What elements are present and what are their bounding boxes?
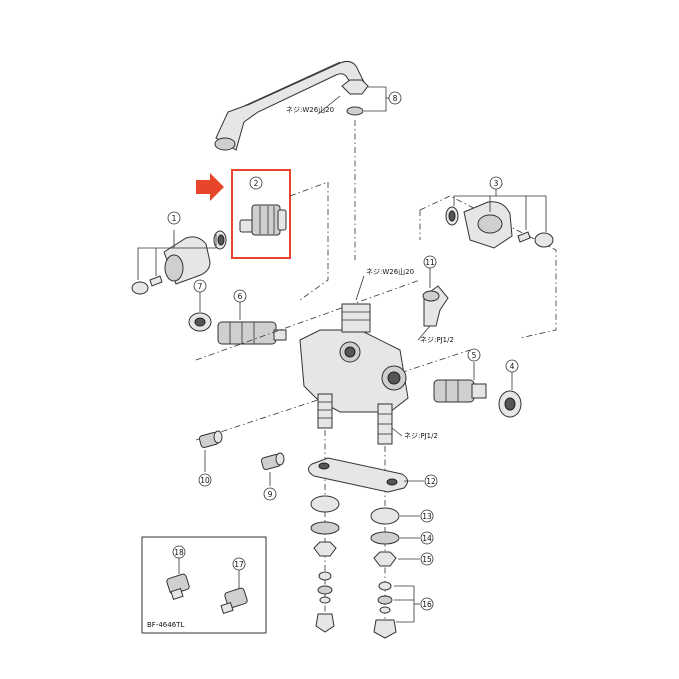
svg-text:12: 12 xyxy=(426,477,436,486)
part-5-cartridge xyxy=(433,379,487,403)
svg-text:4: 4 xyxy=(510,362,515,371)
callout-17: 17 xyxy=(232,557,246,571)
part-4-adapter xyxy=(498,390,522,418)
callout-2: 2 xyxy=(249,176,263,190)
part-8-spout-nut xyxy=(341,79,390,116)
svg-text:1: 1 xyxy=(172,214,177,223)
callout-5: 5 xyxy=(467,348,481,362)
part-1-handle xyxy=(131,230,227,295)
svg-text:7: 7 xyxy=(198,282,203,291)
svg-text:3: 3 xyxy=(494,179,499,188)
callout-11: 11 xyxy=(423,255,437,269)
label-neji-pj-upper: ネジ:PJ1/2 xyxy=(420,336,454,344)
right-washer-stack xyxy=(370,507,400,639)
callout-10: 10 xyxy=(198,473,212,487)
right-arrow-icon xyxy=(196,173,224,201)
callout-16: 16 xyxy=(420,597,434,611)
part-9-valve xyxy=(260,452,285,470)
callout-6: 6 xyxy=(233,289,247,303)
part-7-bushing xyxy=(188,312,212,332)
svg-text:17: 17 xyxy=(234,560,244,569)
label-inset-model: BF-4646TL xyxy=(147,621,184,629)
svg-text:11: 11 xyxy=(425,258,435,267)
callout-8: 8 xyxy=(388,91,402,105)
spout xyxy=(214,60,365,151)
part-2-cartridge xyxy=(239,204,287,236)
part-3-handle xyxy=(445,201,554,249)
part-11-elbow xyxy=(422,285,449,327)
part-10-valve xyxy=(198,430,223,448)
label-neji-w26-mid: ネジ:W26山20 xyxy=(366,267,414,276)
svg-text:10: 10 xyxy=(200,476,210,485)
callout-12: 12 xyxy=(424,474,438,488)
svg-text:2: 2 xyxy=(254,179,259,188)
callout-4: 4 xyxy=(505,359,519,373)
svg-text:13: 13 xyxy=(422,512,432,521)
callout-13: 13 xyxy=(420,509,434,523)
part-18-cartridge xyxy=(166,573,190,600)
svg-text:8: 8 xyxy=(393,94,398,103)
svg-text:16: 16 xyxy=(422,600,432,609)
part-12-plate xyxy=(308,457,408,493)
inset-box xyxy=(141,536,267,634)
part-6-cartridge xyxy=(217,321,287,345)
svg-text:14: 14 xyxy=(422,534,432,543)
callout-18: 18 xyxy=(172,545,186,559)
callout-1: 1 xyxy=(167,211,181,225)
callout-3: 3 xyxy=(489,176,503,190)
callout-15: 15 xyxy=(420,552,434,566)
callout-9: 9 xyxy=(263,487,277,501)
part-17-cartridge xyxy=(220,587,248,614)
svg-text:9: 9 xyxy=(268,490,273,499)
left-washer-stack xyxy=(310,495,340,633)
callout-14: 14 xyxy=(420,531,434,545)
label-neji-w26-top: ネジ:W26山20 xyxy=(286,105,334,114)
faucet-body xyxy=(299,303,409,445)
svg-text:5: 5 xyxy=(472,351,477,360)
callout-7: 7 xyxy=(193,279,207,293)
svg-text:6: 6 xyxy=(238,292,243,301)
label-neji-pj-lower: ネジ:PJ1/2 xyxy=(404,432,438,440)
svg-text:18: 18 xyxy=(174,548,184,557)
svg-text:15: 15 xyxy=(422,555,432,564)
highlight-box-part-2 xyxy=(231,169,291,259)
